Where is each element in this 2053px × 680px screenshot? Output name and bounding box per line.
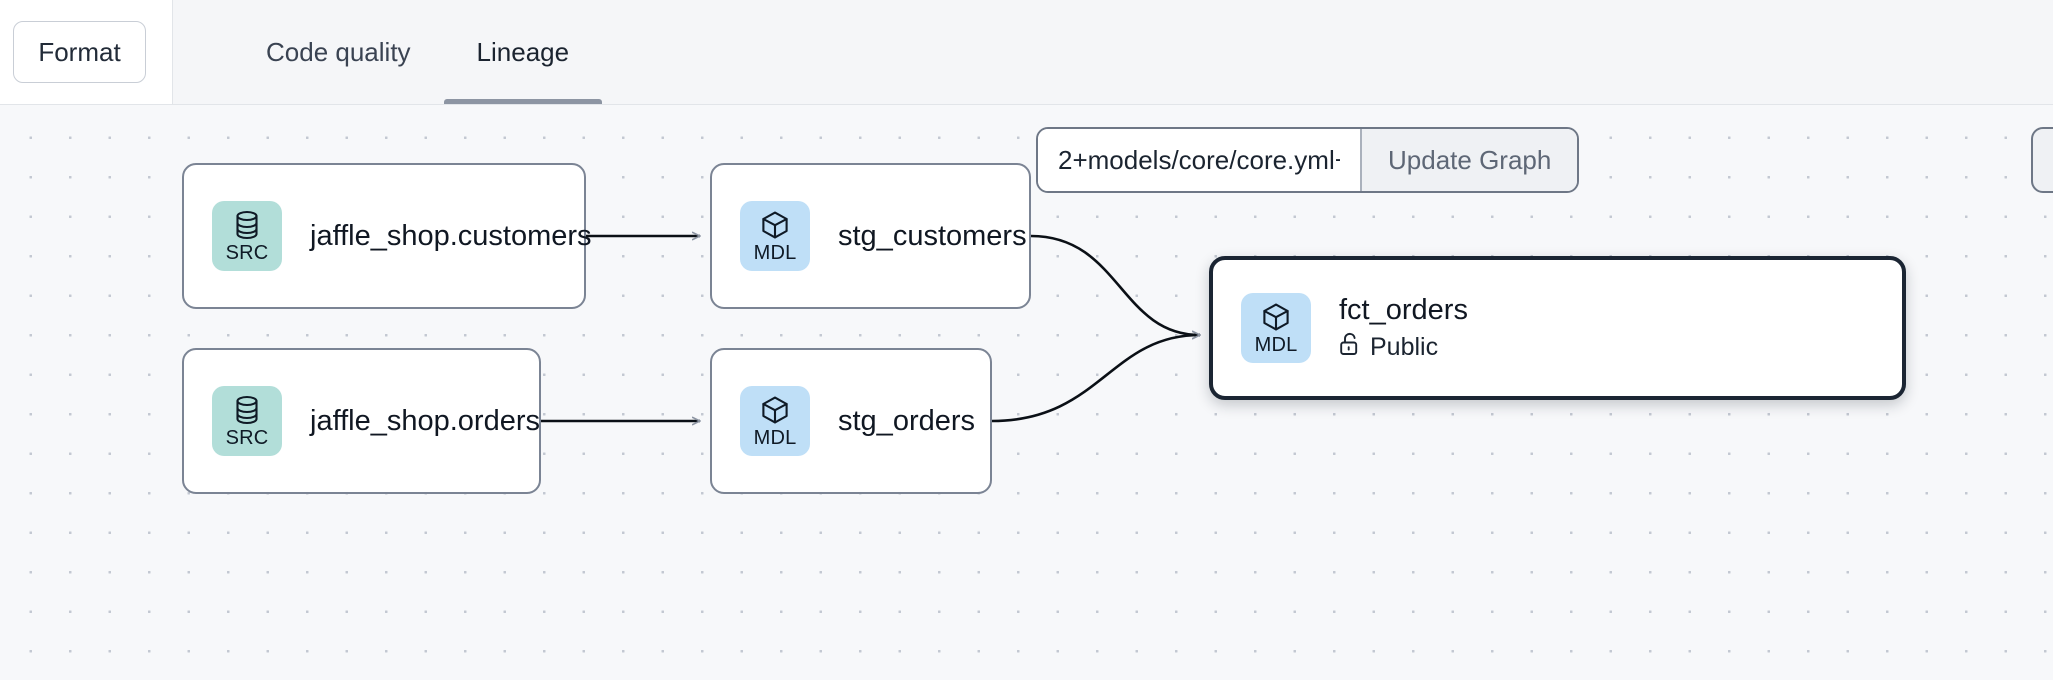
tab-code-quality-label: Code quality <box>266 36 411 67</box>
node-title: jaffle_shop.customers <box>310 219 592 252</box>
node-text-block: jaffle_shop.orders <box>310 404 540 438</box>
tab-lineage-label: Lineage <box>476 36 570 67</box>
source-badge-label: SRC <box>225 241 269 264</box>
format-toolbar-section: Format <box>0 0 173 104</box>
selector-input[interactable] <box>1038 129 1360 191</box>
graph-selector-toolbar: Update Graph <box>1036 127 1580 193</box>
lineage-node-stg-orders[interactable]: MDL stg_orders <box>710 348 992 494</box>
unlock-icon <box>1339 332 1361 363</box>
database-icon <box>233 210 261 240</box>
model-badge-label: MDL <box>1254 333 1298 356</box>
node-text-block: jaffle_shop.customers <box>310 219 592 253</box>
update-graph-button[interactable]: Update Graph <box>1362 129 1578 191</box>
format-button[interactable]: Format <box>13 21 146 83</box>
model-badge-label: MDL <box>753 426 797 449</box>
node-title: jaffle_shop.orders <box>310 404 541 437</box>
tab-lineage[interactable]: Lineage <box>443 0 603 104</box>
source-badge-label: SRC <box>225 426 269 449</box>
model-badge-label: MDL <box>753 241 797 264</box>
source-badge: SRC <box>212 201 282 271</box>
model-badge: MDL <box>740 386 810 456</box>
node-access-row: Public <box>1339 332 1468 363</box>
lineage-node-jaffle-shop-customers[interactable]: SRC jaffle_shop.customers <box>182 163 592 309</box>
node-text-block: stg_orders <box>838 404 975 438</box>
graph-toolbar-overflow-control[interactable] <box>2031 127 2053 193</box>
model-badge: MDL <box>1241 293 1311 363</box>
cube-icon <box>1261 302 1291 332</box>
node-title: stg_customers <box>838 219 1027 252</box>
node-text-block: stg_customers <box>838 219 1027 253</box>
lineage-node-stg-customers[interactable]: MDL stg_customers <box>710 163 1031 309</box>
database-icon <box>233 395 261 425</box>
source-badge: SRC <box>212 386 282 456</box>
lineage-node-fct-orders[interactable]: MDL fct_orders Public <box>1209 256 1906 400</box>
node-text-block: fct_orders Public <box>1339 293 1468 362</box>
lineage-canvas[interactable]: SRC jaffle_shop.customers SRC <box>0 105 2053 680</box>
model-badge: MDL <box>740 201 810 271</box>
edge-stg-orders-to-fct-orders <box>991 335 1200 423</box>
edge-stg-customers-to-fct-orders <box>1030 234 1200 335</box>
cube-icon <box>760 395 790 425</box>
node-title: fct_orders <box>1339 294 1468 327</box>
cube-icon <box>760 210 790 240</box>
node-title: stg_orders <box>838 404 976 437</box>
toolbar-divider <box>1360 129 1362 191</box>
tab-code-quality[interactable]: Code quality <box>233 0 444 104</box>
lineage-node-jaffle-shop-orders[interactable]: SRC jaffle_shop.orders <box>182 348 541 494</box>
top-toolbar: Format Code quality Lineage <box>0 0 2053 105</box>
tab-bar: Code quality Lineage <box>173 0 602 104</box>
node-access-label: Public <box>1370 332 1439 361</box>
